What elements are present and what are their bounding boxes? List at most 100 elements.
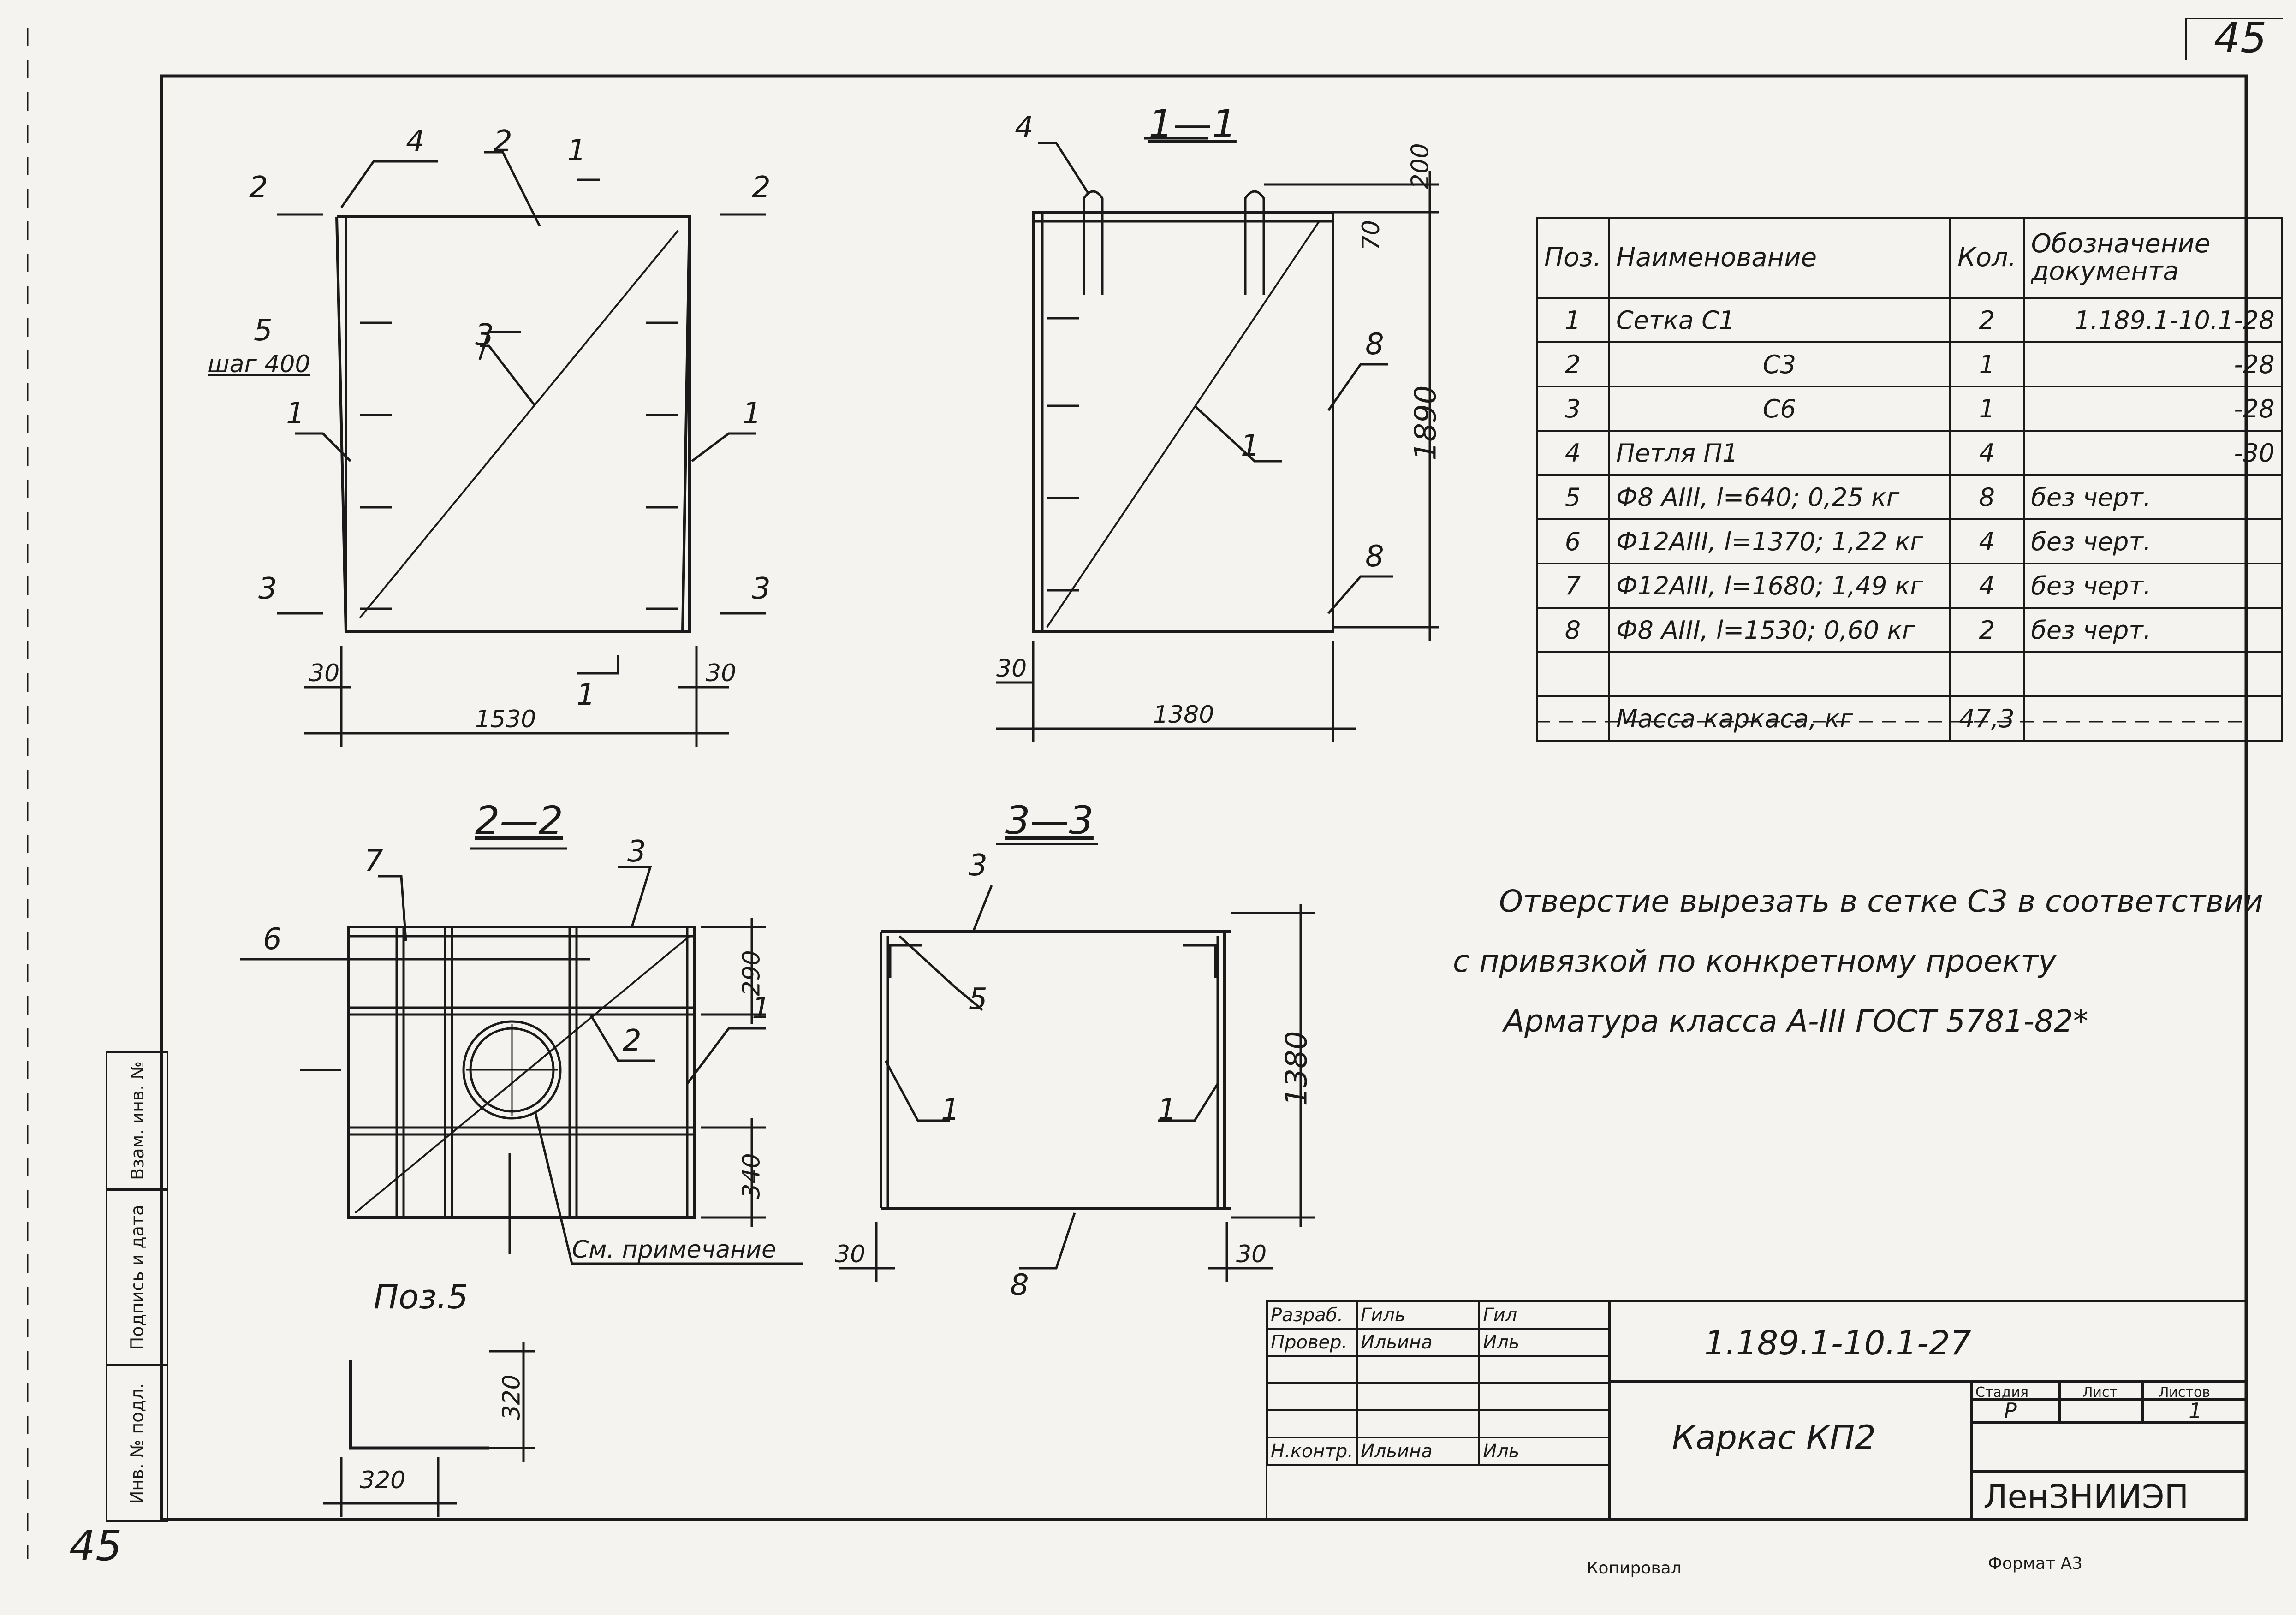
plan-label-step: шаг 400: [208, 350, 310, 378]
note-line: Арматура класса А-III ГОСТ 5781-82*: [1504, 1003, 2088, 1039]
role-name: Гиль: [1356, 1300, 1481, 1330]
cell-doc: -28: [2022, 341, 2283, 387]
cell-pos: 2: [1536, 341, 1610, 387]
role-row: [1266, 1409, 1610, 1438]
s22-label-pos1: 1: [752, 992, 771, 1026]
section-mark-3-right: 3: [752, 572, 771, 606]
table-row: 8 Ф8 АIII, l=1530; 0,60 кг 2 без черт.: [1536, 607, 2283, 653]
s22-label-pos6: 6: [263, 922, 282, 956]
s33-dim-left-offset: 30: [835, 1241, 866, 1268]
table-row: 6 Ф12АIII, l=1370; 1,22 кг 4 без черт.: [1536, 518, 2283, 564]
section-1-1-view: [996, 137, 1439, 742]
drawing-name: Каркас КП2: [1672, 1418, 1876, 1457]
role-row: [1266, 1382, 1610, 1411]
stage-value: Р: [2004, 1398, 2017, 1423]
s22-note-ref: См. примечание: [572, 1236, 776, 1264]
cell-pos: [1536, 651, 1610, 697]
role-signature: [1478, 1382, 1610, 1411]
s11-dim-offset: 30: [996, 655, 1027, 683]
sheet-header: Лист: [2082, 1384, 2118, 1401]
role-signature: [1478, 1409, 1610, 1438]
section-mark-2-right: 2: [752, 171, 771, 205]
table-row: 4 Петля П1 4 -30: [1536, 430, 2283, 476]
cell-name: Петля П1: [1607, 430, 1951, 476]
cell-doc: без черт.: [2022, 607, 2283, 653]
s33-label-pos3: 3: [969, 849, 987, 883]
section-mark-1-bottom: 1: [577, 678, 595, 712]
pos5-detail: [323, 1342, 535, 1517]
cell-pos: 6: [1536, 518, 1610, 564]
s11-dim-height: 1890: [1409, 385, 1443, 461]
s33-dim-height: 1380: [1279, 1031, 1314, 1106]
spec-header-qty: Кол.: [1949, 217, 2025, 299]
cell-name: С6: [1607, 386, 1951, 432]
section-1-1-title: 1—1: [1148, 101, 1237, 147]
cell-qty: 8: [1949, 474, 2025, 520]
s22-label-pos3: 3: [627, 835, 646, 869]
cell-doc: 1.189.1-10.1-28: [2022, 297, 2283, 343]
cell-qty: 4: [1949, 430, 2025, 476]
table-row: 5 Ф8 АIII, l=640; 0,25 кг 8 без черт.: [1536, 474, 2283, 520]
table-row: 7 Ф12АIII, l=1680; 1,49 кг 4 без черт.: [1536, 563, 2283, 609]
sheets-header: Листов: [2159, 1384, 2211, 1401]
table-row-total: Масса каркаса, кг 47,3: [1536, 695, 2283, 742]
document-code: 1.189.1-10.1-27: [1704, 1324, 1971, 1362]
role-signature: Иль: [1478, 1437, 1610, 1466]
role-label: [1266, 1355, 1358, 1384]
note-line: Отверстие вырезать в сетке С3 в соответс…: [1499, 884, 2263, 919]
role-name: Ильина: [1356, 1328, 1481, 1357]
s33-dim-right-offset: 30: [1236, 1241, 1267, 1268]
cell-qty: 1: [1949, 386, 2025, 432]
plan-label-pos1-right: 1: [743, 397, 761, 431]
note-line: с привязкой по конкретному проекту: [1453, 944, 2057, 979]
side-approval-strip: Взам. инв. № Подпись и дата Инв. № подл.: [106, 1051, 168, 1522]
section-2-2-view: [240, 847, 803, 1265]
s11-label-pos4: 4: [1015, 111, 1034, 145]
s11-label-pos8-top: 8: [1365, 327, 1384, 362]
s11-label-pos8-bottom: 8: [1365, 540, 1384, 574]
role-signature: [1478, 1355, 1610, 1384]
cell-pos: 5: [1536, 474, 1610, 520]
footer-copied: Копировал: [1587, 1559, 1682, 1578]
sheet-frame: [160, 74, 2248, 1521]
page-number-top: 45: [2214, 14, 2267, 62]
cell-qty: 2: [1949, 607, 2025, 653]
cell-doc: без черт.: [2022, 563, 2283, 609]
cell-name: Масса каркаса, кг: [1607, 695, 1951, 742]
cell-doc: -30: [2022, 430, 2283, 476]
s22-label-pos7: 7: [364, 844, 383, 878]
cell-pos: 3: [1536, 386, 1610, 432]
cell-doc: [2022, 695, 2283, 742]
specification-table: Поз. Наименование Кол. Обозначение докум…: [1536, 217, 2283, 742]
plan-label-pos3: 3: [475, 318, 494, 352]
cell-name: Ф8 АIII, l=1530; 0,60 кг: [1607, 607, 1951, 653]
cell-name: Сетка С1: [1607, 297, 1951, 343]
s22-dim-top: 290: [738, 950, 766, 996]
plan-dim-left-offset: 30: [309, 659, 340, 687]
table-row: [1536, 651, 2283, 697]
plan-label-pos5: 5: [254, 314, 273, 348]
spec-header-pos: Поз.: [1536, 217, 1610, 299]
cell-doc: без черт.: [2022, 518, 2283, 564]
footer-format: Формат А3: [1988, 1554, 2083, 1573]
role-name: [1356, 1409, 1481, 1438]
cell-pos: [1536, 695, 1610, 742]
role-label: [1266, 1382, 1358, 1411]
cell-name: С3: [1607, 341, 1951, 387]
role-signature: Иль: [1478, 1328, 1610, 1357]
cell-qty: [1949, 651, 2025, 697]
plan-dim-right-offset: 30: [706, 659, 737, 687]
plan-dim-width: 1530: [475, 706, 536, 733]
side-cell: Взам. инв. №: [106, 1051, 168, 1190]
section-mark-3-left: 3: [258, 572, 277, 606]
s22-dim-bottom: 340: [738, 1153, 766, 1199]
spec-header-doc: Обозначение документа: [2022, 217, 2283, 299]
organization: ЛенЗНИИЭП: [1983, 1478, 2189, 1516]
plan-label-pos2: 2: [494, 125, 512, 159]
plan-label-pos1-left: 1: [286, 397, 305, 431]
plan-view: [277, 151, 766, 747]
spec-header-row: Поз. Наименование Кол. Обозначение докум…: [1536, 217, 2283, 299]
sheets-value: 1: [2189, 1398, 2202, 1423]
